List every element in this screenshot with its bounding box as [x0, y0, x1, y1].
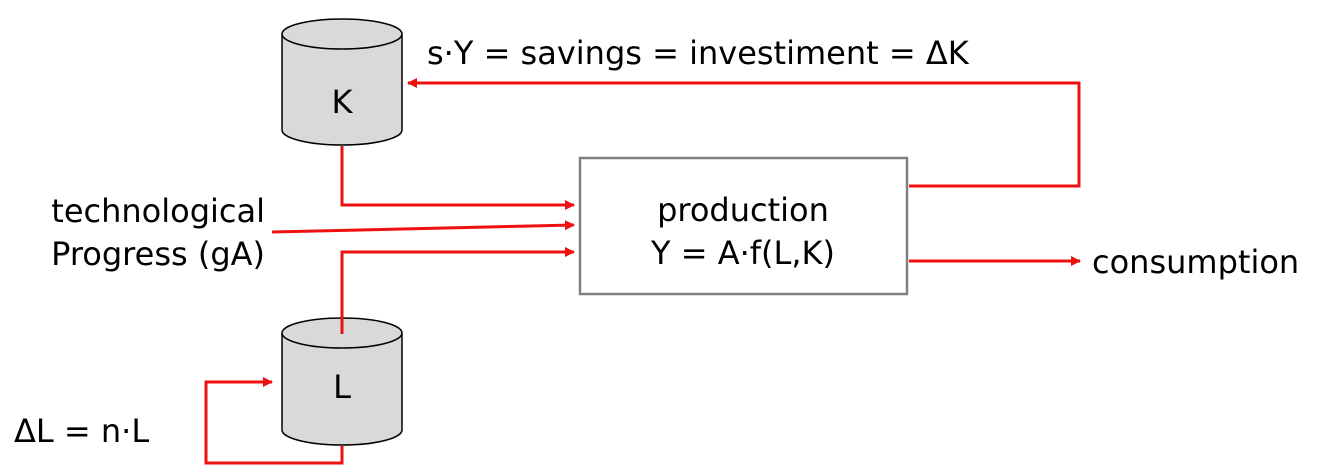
production-title: production [657, 191, 829, 229]
labor-to-production-arrow [340, 247, 575, 334]
production-box-frame [578, 156, 909, 296]
production-box: production Y = A·f(L,K) [578, 156, 909, 296]
labor-cylinder-body [281, 333, 403, 446]
flow-arrows [204, 78, 1081, 465]
production-function: Y = A·f(L,K) [650, 234, 835, 272]
technological-progress-label-line1: technological [51, 192, 265, 230]
capital-stock-cylinder: K [281, 18, 403, 146]
savings-loop-label: s·Y = savings = investiment = ΔK [427, 34, 970, 72]
technological-progress-label-line2: Progress (gA) [51, 235, 265, 273]
savings-feedback-arrow [407, 78, 1081, 188]
technology-to-production-arrow [271, 220, 575, 234]
capital-label: K [332, 83, 354, 121]
labor-growth-label: ΔL = n·L [14, 412, 149, 450]
capital-cylinder-body [281, 34, 403, 146]
labor-label: L [333, 368, 351, 406]
labor-stock-cylinder: L [281, 317, 403, 446]
consumption-label: consumption [1092, 243, 1299, 281]
labor-growth-loop-arrow [204, 377, 344, 465]
capital-cylinder-top [281, 18, 403, 50]
capital-to-production-arrow [340, 146, 575, 210]
